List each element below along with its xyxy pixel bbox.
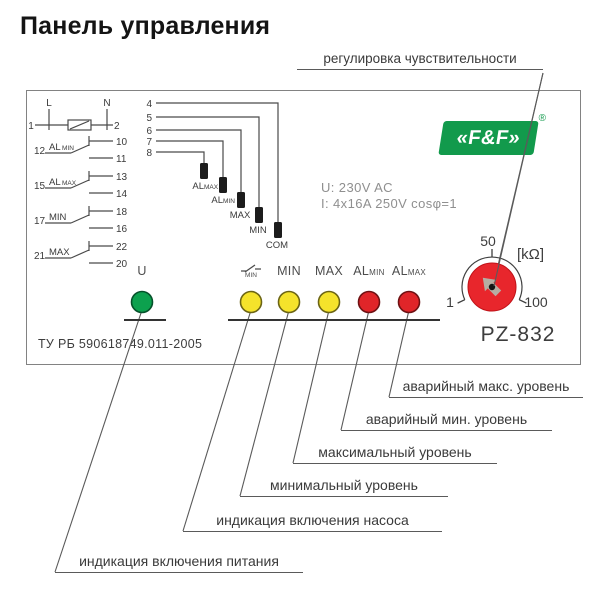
callout-sensitivity: регулировка чувствительности xyxy=(297,51,543,70)
callout-power-indication: индикация включения питания xyxy=(55,553,303,573)
pump-icon-sub-label: MIN xyxy=(245,272,257,279)
alarm-max-led-label-sub: MAX xyxy=(407,268,427,277)
callout-alarm-max-level: аварийный макс. уровень xyxy=(389,378,583,398)
voltage-spec: U: 230V AC xyxy=(321,180,393,195)
min-led-label: MIN xyxy=(277,264,301,278)
model-label: PZ-832 xyxy=(480,323,556,346)
current-spec: I: 4x16A 250V cosφ=1 xyxy=(321,196,458,211)
alarm-max-led-label-main: AL xyxy=(391,264,408,278)
page-title: Панель управления xyxy=(20,12,271,40)
power-led-label: U xyxy=(137,264,147,278)
alarm-min-led-label-sub: MIN xyxy=(369,268,385,277)
brand-logo: «F&F» ® xyxy=(438,113,546,155)
alarm-max-led-label: ALMAX xyxy=(392,264,426,278)
registered-mark: ® xyxy=(538,113,546,124)
brand-logo-text: «F&F» xyxy=(438,121,539,155)
callout-min-level: минимальный уровень xyxy=(240,477,448,497)
callout-pump-indication: индикация включения насоса xyxy=(183,512,442,532)
alarm-min-led-label: ALMIN xyxy=(353,264,384,278)
pump-switch-icon xyxy=(241,264,261,273)
callout-max-level: максимальный уровень xyxy=(293,444,497,464)
certificate-label: ТУ РБ 590618749.011-2005 xyxy=(38,337,203,351)
callout-alarm-min-level: аварийный мин. уровень xyxy=(341,411,552,431)
max-led-label: MAX xyxy=(315,264,343,278)
alarm-min-led-label-main: AL xyxy=(353,264,370,278)
